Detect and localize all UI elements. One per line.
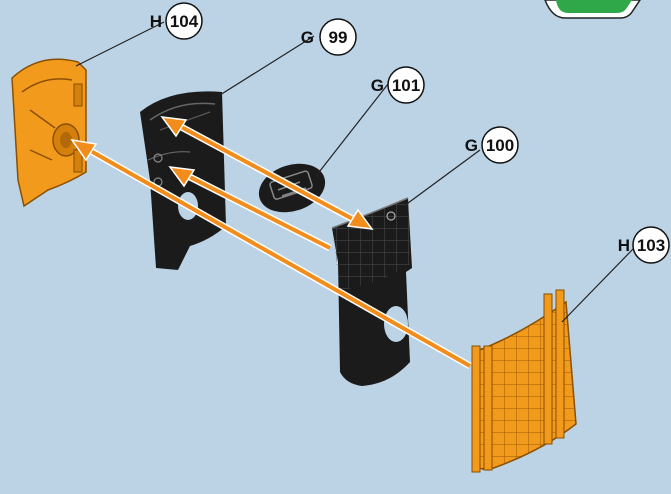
leader-lines: [75, 21, 635, 323]
callout-number: 104: [170, 12, 199, 31]
assembly-arrows: [70, 116, 472, 370]
callout-h103: H 103: [618, 226, 670, 264]
callout-letter: G: [371, 76, 384, 95]
callout-letter: G: [465, 136, 478, 155]
corner-badge: [544, 0, 641, 19]
part-h103: [471, 289, 577, 473]
callout-g101: G 101: [371, 66, 425, 104]
part-g100: [331, 197, 412, 386]
callout-g100: G 100: [465, 126, 519, 164]
callout-letter: H: [150, 12, 162, 31]
callout-h104: H 104: [150, 2, 203, 40]
callout-letter: H: [618, 236, 630, 255]
callout-number: 101: [392, 76, 420, 95]
callout-letter: G: [301, 28, 314, 47]
callout-number: 103: [637, 236, 665, 255]
callout-number: 99: [329, 28, 348, 47]
callout-g99: G 99: [301, 18, 357, 56]
callout-number: 100: [486, 136, 514, 155]
part-h104: [11, 58, 87, 208]
